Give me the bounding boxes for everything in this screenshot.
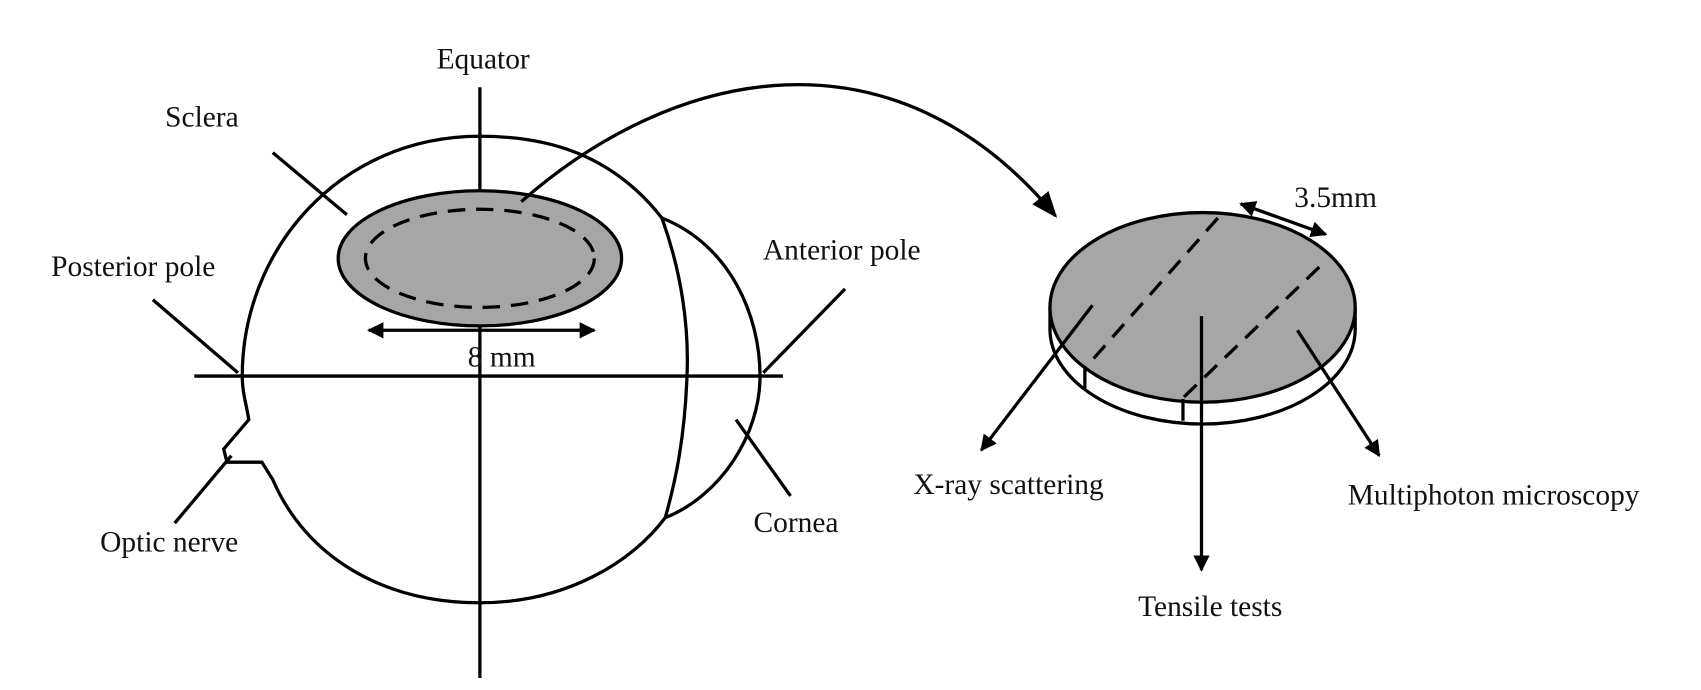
label-sample-width: 8 mm <box>468 341 536 373</box>
xray-arrow <box>980 304 1094 452</box>
posterior-pole-leader <box>151 298 239 375</box>
label-sclera: Sclera <box>165 101 239 133</box>
strip-width-arrow <box>1239 201 1328 238</box>
cornea-leader <box>734 418 792 497</box>
sclera-leader <box>271 151 348 216</box>
label-multiphoton-microscopy: Multiphoton microscopy <box>1348 480 1640 512</box>
label-equator: Equator <box>437 44 530 76</box>
anterior-pole-leader <box>762 287 847 374</box>
label-cornea: Cornea <box>754 507 839 539</box>
label-tensile-tests: Tensile tests <box>1138 591 1282 623</box>
strip-cut-line-2 <box>1181 265 1321 400</box>
scleral-sample-region <box>336 189 624 328</box>
sample-disk <box>1048 210 1357 426</box>
globe-outline <box>221 134 667 605</box>
transfer-arrow <box>520 83 1058 218</box>
strip-cut-line-1 <box>1083 216 1220 370</box>
optic-nerve-leader <box>173 454 233 525</box>
label-posterior-pole: Posterior pole <box>51 251 215 283</box>
multiphoton-arrow <box>1296 329 1381 458</box>
label-anterior-pole: Anterior pole <box>763 234 921 266</box>
limbus-line <box>660 217 689 519</box>
label-optic-nerve: Optic nerve <box>100 527 238 559</box>
label-strip-width: 3.5mm <box>1294 182 1377 214</box>
label-xray-scattering: X-ray scattering <box>913 469 1104 501</box>
